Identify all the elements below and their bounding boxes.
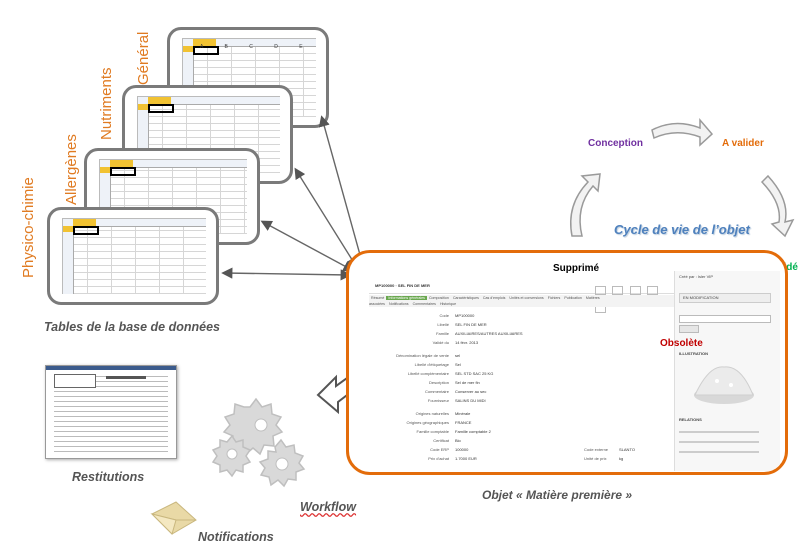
state-value: EN MODIFICATION	[683, 295, 719, 300]
record-header: MP100000 · SEL FIN DE MER	[369, 271, 674, 313]
col-e: E	[299, 44, 303, 50]
toolbar-icons	[595, 282, 674, 318]
tables-caption: Tables de la base de données	[44, 320, 220, 334]
tab-matieres[interactable]: Matières associées	[369, 296, 600, 306]
workflow-label: Workflow	[300, 500, 357, 514]
save-icon[interactable]	[595, 286, 606, 295]
created-by: Créé par : Isler VIP	[679, 274, 714, 279]
arrow-to-conception	[570, 173, 601, 237]
restitution-document	[45, 365, 177, 459]
state-a-valider: A valider	[722, 138, 764, 149]
restitutions-label: Restitutions	[72, 470, 145, 484]
tab-cas-emplois[interactable]: Cas d'emplois	[482, 296, 506, 300]
evaluate-button[interactable]	[679, 325, 699, 333]
tab-resume[interactable]: Résumé	[371, 296, 385, 300]
share-icon[interactable]	[612, 286, 624, 295]
notifications-label: Notifications	[198, 530, 274, 544]
arrow-conception-to-avalider	[651, 117, 714, 147]
tab-notifications[interactable]: Notifications	[388, 302, 409, 306]
relation-line	[679, 441, 759, 443]
cycle-title: Cycle de vie de l’objet	[614, 222, 750, 237]
tab-unites[interactable]: Unités et conversions	[509, 296, 544, 300]
sheet-columns: A B C D E	[200, 44, 303, 50]
tab-publication[interactable]: Publication	[564, 296, 582, 300]
envelope-icon	[150, 501, 197, 535]
gears-icon	[211, 397, 306, 488]
side-panel: Créé par : Isler VIP EN MODIFICATION ILL…	[674, 271, 780, 471]
col-b: B	[224, 44, 228, 50]
relations-title: RELATIONS	[679, 417, 702, 422]
table-physico	[47, 207, 219, 305]
col-a: A	[200, 44, 204, 50]
copy-icon[interactable]	[629, 286, 641, 295]
col-c: C	[249, 44, 253, 50]
state-supprime: Supprimé	[553, 263, 600, 274]
object-caption: Objet « Matière première »	[482, 488, 633, 502]
arrow-physico	[221, 267, 352, 281]
workflow-select[interactable]	[679, 315, 771, 323]
state-obsolete: Obsolète	[660, 338, 703, 349]
tab-fichiers[interactable]: Fichiers	[547, 296, 561, 300]
relation-line	[679, 431, 759, 433]
tab-commentaires[interactable]: Commentaires	[412, 302, 436, 306]
arrow-general	[318, 115, 366, 265]
relation-line	[679, 451, 759, 453]
tab-historique[interactable]: Historique	[439, 302, 457, 306]
tab-info[interactable]: Informations générales	[386, 296, 427, 300]
arrow-allergenes	[260, 220, 355, 272]
salt-image	[694, 366, 754, 404]
code-externe-label: Code externe	[584, 447, 609, 452]
code-externe-value: SLANTO	[619, 447, 635, 452]
illustration-title: ILLUSTRATION	[679, 351, 709, 356]
unite-prix-label: Unité de prix	[584, 456, 607, 461]
link-icon[interactable]	[647, 286, 659, 295]
arrow-nutriments	[294, 167, 358, 269]
record-title: MP100000 · SEL FIN DE MER	[375, 283, 430, 288]
col-d: D	[274, 44, 278, 50]
arrow-avalider-to-valide	[760, 174, 795, 238]
tab-composition[interactable]: Composition	[428, 296, 449, 300]
state-box	[679, 293, 771, 303]
tab-caracteristiques[interactable]: Caractéristiques	[452, 296, 479, 300]
state-conception: Conception	[588, 138, 643, 149]
unite-prix-value: kg	[619, 456, 624, 461]
